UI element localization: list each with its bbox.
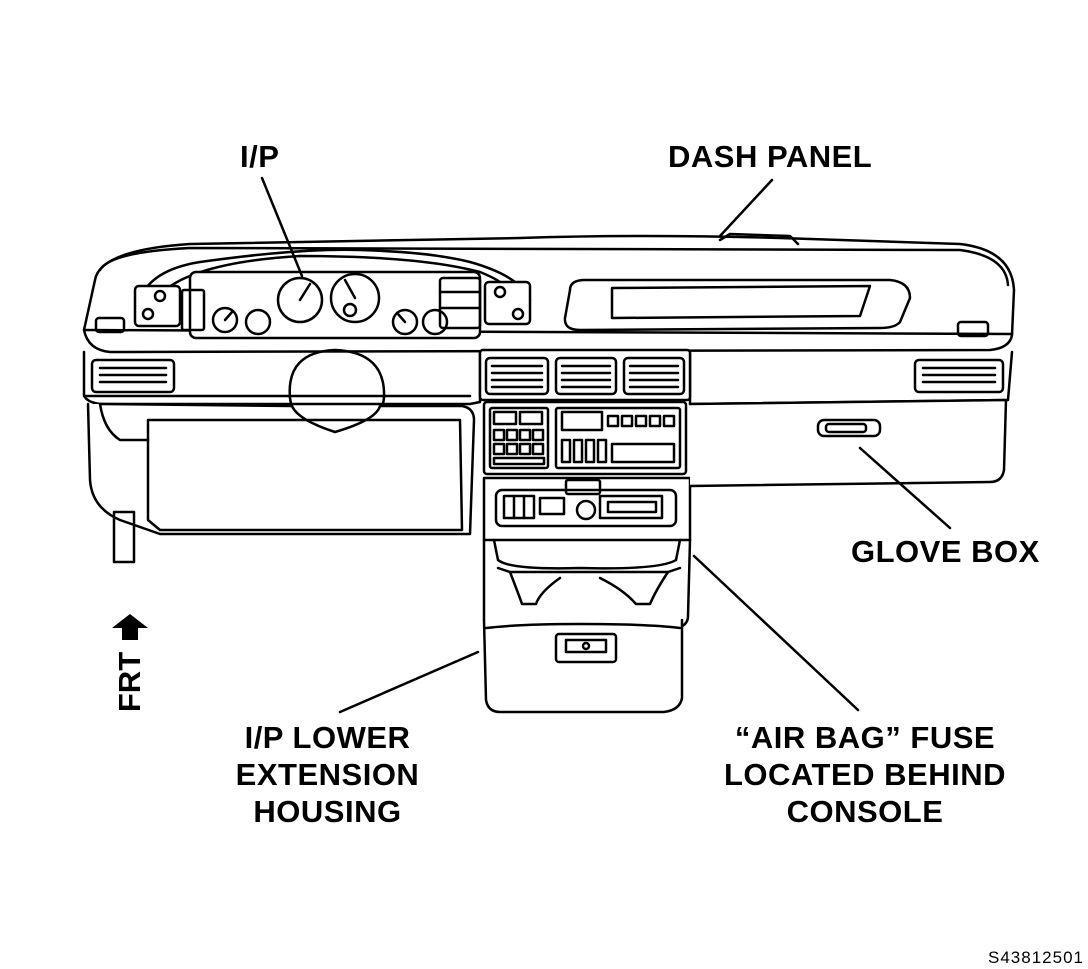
frt-label-box: FRT: [104, 642, 156, 722]
label-air-bag-fuse: “AIR BAG” FUSE LOCATED BEHIND CONSOLE: [700, 719, 1030, 830]
label-line: LOCATED BEHIND: [724, 757, 1006, 792]
leader-lines: [260, 176, 952, 714]
label-line: “AIR BAG” FUSE: [734, 720, 996, 755]
console-cupholder: [482, 538, 692, 630]
up-arrow-icon: [112, 614, 148, 640]
center-vents: [478, 348, 692, 402]
glove-box: [688, 398, 1008, 488]
leader-air-bag-fuse: [692, 554, 860, 712]
front-indicator: FRT: [104, 612, 156, 722]
center-switch-panel: [482, 476, 692, 542]
label-dash-panel: DASH PANEL: [668, 139, 873, 174]
ip-lower-extension-housing: [482, 618, 684, 714]
right-side-vent: [956, 320, 990, 338]
label-line: CONSOLE: [786, 794, 944, 829]
leader-glove-box: [858, 446, 952, 530]
frt-label: FRT: [112, 651, 147, 713]
leader-dash-panel: [718, 178, 774, 238]
label-glove-box: GLOVE BOX: [851, 534, 1040, 569]
leader-ip: [260, 176, 304, 278]
label-line: EXTENSION: [235, 757, 420, 792]
label-ip: I/P: [240, 139, 280, 174]
dash-display-cutout: [563, 278, 912, 332]
label-ip-lower-extension-housing: I/P LOWER EXTENSION HOUSING: [210, 719, 445, 830]
knee-bolster: [86, 402, 476, 564]
left-side-vent: [94, 316, 126, 334]
figure-code: S43812501: [988, 948, 1084, 967]
leader-ip-lower: [338, 650, 480, 714]
center-stack-controls: [482, 400, 688, 476]
label-line: I/P LOWER: [244, 720, 411, 755]
instrument-cluster: [133, 248, 532, 340]
label-line: HOUSING: [253, 794, 402, 829]
